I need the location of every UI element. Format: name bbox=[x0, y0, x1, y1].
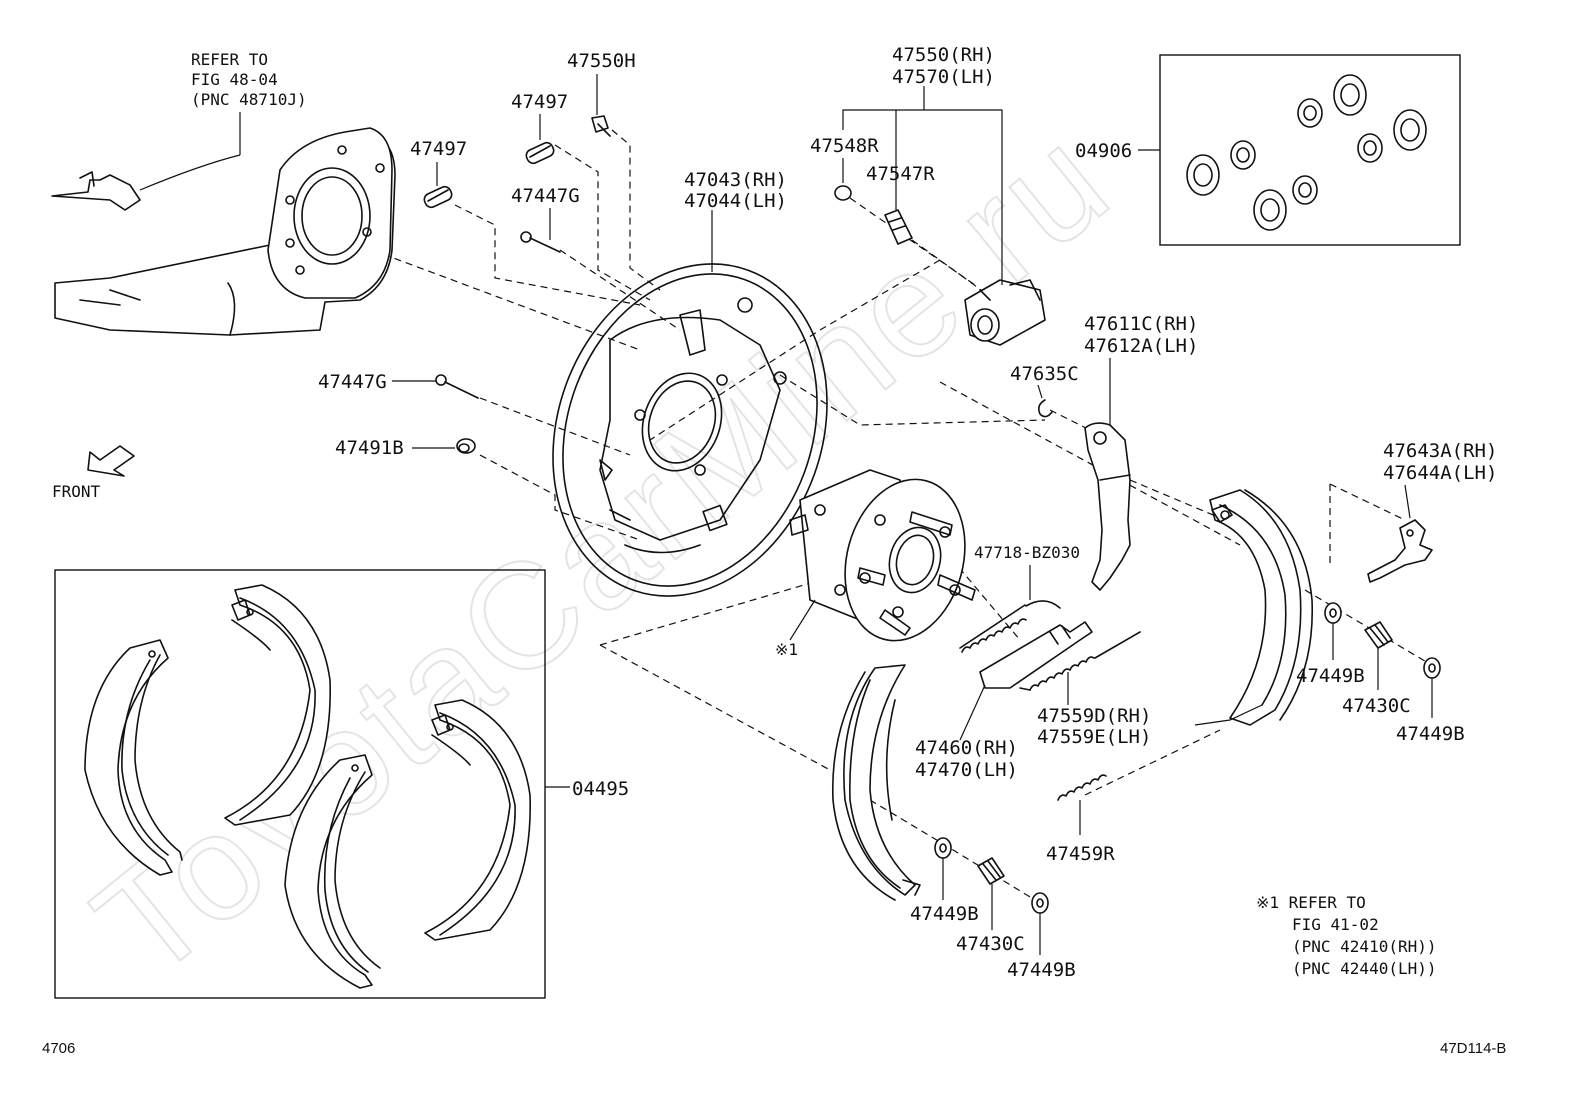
label-47449B-right-b: 47449B bbox=[1396, 723, 1465, 745]
plug-47497-left bbox=[423, 185, 453, 209]
label-47559D: 47559D(RH) bbox=[1037, 705, 1151, 727]
refer48-line3: (PNC 48710J) bbox=[191, 90, 307, 109]
footer-figure-id: 47D114-B bbox=[1440, 1040, 1506, 1057]
leader-refer48 bbox=[139, 154, 241, 191]
label-47470: 47470(LH) bbox=[915, 759, 1018, 781]
label-47430C-bottom: 47430C bbox=[956, 933, 1025, 955]
label-47559E: 47559E(LH) bbox=[1037, 726, 1151, 748]
label-47430C-right: 47430C bbox=[1342, 695, 1411, 717]
label-47497-left: 47497 bbox=[410, 138, 467, 160]
refer-fig48-note: REFER TO FIG 48-04 (PNC 48710J) bbox=[191, 50, 307, 109]
shoe-right-tip bbox=[1194, 704, 1263, 726]
label-47447G-lower: 47447G bbox=[318, 371, 387, 393]
shoe-set-box-04495 bbox=[54, 569, 546, 999]
label-47460: 47460(RH) bbox=[915, 737, 1018, 759]
label-47449B-bottom-a: 47449B bbox=[910, 903, 979, 925]
leader-47635C bbox=[1037, 384, 1043, 399]
spring-47718-BZ030 bbox=[959, 600, 1061, 653]
label-47547R: 47547R bbox=[866, 163, 935, 185]
refer41-line2: FIG 41-02 bbox=[1292, 915, 1379, 934]
label-04495: 04495 bbox=[572, 778, 629, 800]
label-47447G-upper: 47447G bbox=[511, 185, 580, 207]
bleeder-cap-47548R bbox=[834, 185, 852, 201]
label-47643A: 47643A(RH) bbox=[1383, 440, 1497, 462]
washer-47449B-right-b bbox=[1423, 657, 1441, 679]
hub-assembly bbox=[789, 469, 976, 642]
spring-47430C-bottom bbox=[977, 857, 1005, 885]
axle-housing-reference bbox=[51, 127, 396, 336]
spring-47559D bbox=[1019, 631, 1141, 691]
label-47718-BZ030: 47718-BZ030 bbox=[974, 543, 1080, 562]
bolt-47550H bbox=[591, 115, 611, 137]
refer41-line3: (PNC 42410(RH)) bbox=[1292, 937, 1437, 956]
label-47497-right: 47497 bbox=[511, 91, 568, 113]
label-47449B-right-a: 47449B bbox=[1296, 665, 1365, 687]
spring-47459R bbox=[1057, 774, 1107, 801]
washer-47449B-bottom-b bbox=[1031, 892, 1049, 914]
front-label: FRONT bbox=[52, 482, 101, 501]
refer48-line1: REFER TO bbox=[191, 50, 268, 69]
washer-47449B-right-a bbox=[1324, 602, 1342, 624]
leader-47643A bbox=[1404, 484, 1411, 519]
pin-47447G-lower bbox=[435, 374, 479, 399]
leader-hub bbox=[789, 599, 816, 641]
label-04906: 04906 bbox=[1075, 140, 1132, 162]
leader-47460 bbox=[959, 684, 986, 741]
label-47611C: 47611C(RH) bbox=[1084, 313, 1198, 335]
label-47550H: 47550H bbox=[567, 50, 636, 72]
cylinder-kit-seals bbox=[1186, 74, 1427, 231]
pin-47447G-upper bbox=[520, 231, 561, 253]
kit-box-04906 bbox=[1159, 54, 1461, 246]
spring-47430C-right bbox=[1364, 621, 1393, 649]
refer-fig41-note: ※1 REFER TO FIG 41-02 (PNC 42410(RH)) (P… bbox=[1256, 893, 1437, 978]
label-47491B: 47491B bbox=[335, 437, 404, 459]
refer41-line4: (PNC 42440(LH)) bbox=[1292, 959, 1437, 978]
brake-shoe-right bbox=[1209, 489, 1314, 726]
label-47043: 47043(RH) bbox=[684, 169, 787, 191]
leader-cylinder-bracket bbox=[842, 86, 1003, 285]
label-47635C: 47635C bbox=[1010, 363, 1079, 385]
label-47044: 47044(LH) bbox=[684, 190, 787, 212]
adjusting-lever-47643A bbox=[1367, 519, 1433, 583]
parking-brake-lever bbox=[1084, 422, 1131, 591]
brake-shoe-left bbox=[831, 664, 921, 901]
front-arrow-icon bbox=[87, 445, 135, 477]
label-47449B-bottom-b: 47449B bbox=[1007, 959, 1076, 981]
plug-47497-right bbox=[525, 141, 555, 165]
washer-47449B-bottom-a bbox=[934, 837, 952, 859]
wheel-cylinder-47550 bbox=[964, 279, 1046, 346]
backing-plate bbox=[552, 263, 828, 597]
bleeder-plug-47547R bbox=[884, 209, 913, 245]
grommet-47491B bbox=[456, 438, 476, 454]
label-47612A: 47612A(LH) bbox=[1084, 335, 1198, 357]
label-47570: 47570(LH) bbox=[892, 66, 995, 88]
strut-47460 bbox=[979, 621, 1093, 689]
label-47459R: 47459R bbox=[1046, 843, 1115, 865]
label-47550: 47550(RH) bbox=[892, 44, 995, 66]
refer41-line1: ※1 REFER TO bbox=[1256, 893, 1366, 912]
label-mark1: ※1 bbox=[775, 640, 798, 659]
refer48-line2: FIG 48-04 bbox=[191, 70, 278, 89]
shoe-set-04495 bbox=[84, 584, 531, 989]
label-47644A: 47644A(LH) bbox=[1383, 462, 1497, 484]
c-washer-47635C bbox=[1038, 399, 1053, 418]
label-47548R: 47548R bbox=[810, 135, 879, 157]
part-labels: 47550H 47497 47497 47447G 47447G 47491B … bbox=[318, 44, 1497, 981]
footer-page-code: 4706 bbox=[42, 1040, 75, 1057]
